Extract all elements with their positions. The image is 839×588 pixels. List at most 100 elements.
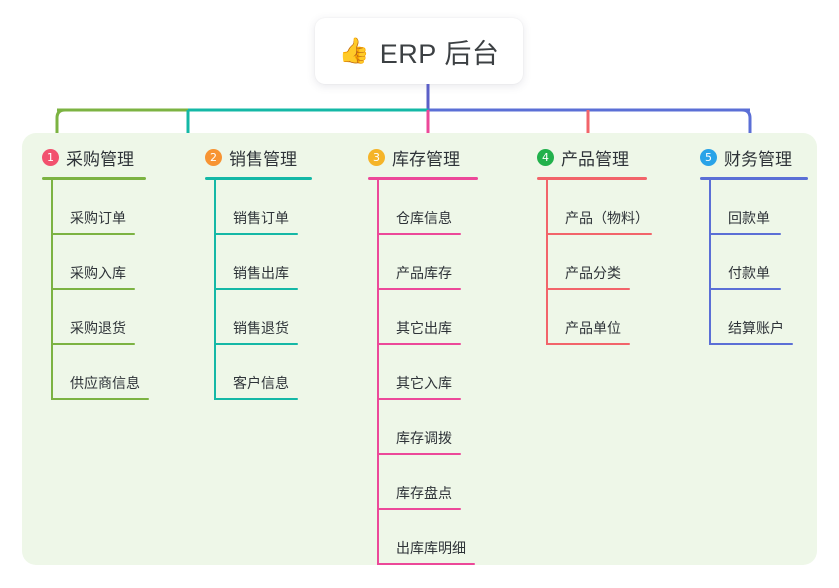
column-spine (51, 180, 53, 400)
column-header-underline (700, 177, 808, 180)
menu-item[interactable]: 库存盘点 (368, 455, 518, 510)
menu-item-underline (377, 508, 461, 510)
column-items: 产品（物料） 产品分类产品单位 (537, 180, 689, 345)
menu-item-underline (51, 288, 135, 290)
menu-item-underline (377, 453, 461, 455)
menu-item-label: 库存调拨 (396, 430, 452, 446)
menu-item-underline (214, 233, 298, 235)
menu-item[interactable]: 其它入库 (368, 345, 518, 400)
menu-item[interactable]: 销售出库 (205, 235, 353, 290)
column-title: 财务管理 (724, 149, 792, 169)
menu-item-label: 采购订单 (70, 210, 126, 226)
column-spine (214, 180, 216, 400)
column-5: 5 财务管理回款单付款单结算账户 (700, 145, 820, 345)
menu-item[interactable]: 付款单 (700, 235, 820, 290)
menu-item-label: 客户信息 (233, 375, 289, 391)
menu-item-underline (546, 288, 630, 290)
menu-item-underline (214, 343, 298, 345)
menu-item-label: 产品分类 (565, 265, 621, 281)
menu-item-underline (709, 343, 793, 345)
menu-item[interactable]: 产品分类 (537, 235, 689, 290)
column-title: 产品管理 (561, 149, 629, 169)
menu-item[interactable]: 客户信息 (205, 345, 353, 400)
column-header-2[interactable]: 2 销售管理 (205, 145, 353, 169)
menu-item-label: 销售订单 (233, 210, 289, 226)
menu-item[interactable]: 采购入库 (42, 235, 190, 290)
column-spine (709, 180, 711, 345)
column-items: 采购订单采购入库采购退货供应商信息 (42, 180, 190, 400)
menu-item-label: 仓库信息 (396, 210, 452, 226)
column-title: 采购管理 (66, 149, 134, 169)
column-spine (546, 180, 548, 345)
menu-item-underline (709, 233, 781, 235)
menu-item-label: 回款单 (728, 210, 770, 226)
menu-item-label: 出库库明细 (396, 540, 466, 556)
menu-item[interactable]: 其它出库 (368, 290, 518, 345)
column-number-badge: 4 (537, 148, 554, 166)
menu-item[interactable]: 回款单 (700, 180, 820, 235)
menu-item[interactable]: 仓库信息 (368, 180, 518, 235)
menu-item-label: 其它入库 (396, 375, 452, 391)
column-title: 库存管理 (392, 149, 460, 169)
menu-item[interactable]: 销售退货 (205, 290, 353, 345)
column-number-badge: 5 (700, 148, 717, 166)
menu-item-underline (546, 343, 630, 345)
column-header-1[interactable]: 1 采购管理 (42, 145, 190, 169)
column-4: 4 产品管理产品（物料） 产品分类产品单位 (537, 145, 689, 345)
menu-item-underline (709, 288, 781, 290)
root-node-card[interactable]: 👍 ERP 后台 (315, 18, 523, 84)
diagram-panel (22, 133, 817, 565)
menu-item[interactable]: 销售订单 (205, 180, 353, 235)
column-items: 回款单付款单结算账户 (700, 180, 820, 345)
column-header-5[interactable]: 5 财务管理 (700, 145, 820, 169)
menu-item[interactable]: 采购订单 (42, 180, 190, 235)
menu-item-underline (51, 233, 135, 235)
column-header-4[interactable]: 4 产品管理 (537, 145, 689, 169)
menu-item-label: 其它出库 (396, 320, 452, 336)
menu-item-label: 结算账户 (728, 320, 784, 336)
menu-item-label: 采购入库 (70, 265, 126, 281)
menu-item-underline (377, 398, 461, 400)
column-title: 销售管理 (229, 149, 297, 169)
column-3: 3 库存管理仓库信息产品库存其它出库其它入库库存调拨库存盘点出库库明细 (368, 145, 518, 565)
column-2: 2 销售管理销售订单销售出库销售退货客户信息 (205, 145, 353, 400)
column-header-underline (537, 177, 647, 180)
menu-item-underline (214, 398, 298, 400)
menu-item-underline (51, 398, 149, 400)
menu-item[interactable]: 供应商信息 (42, 345, 190, 400)
column-items: 销售订单销售出库销售退货客户信息 (205, 180, 353, 400)
menu-item[interactable]: 出库库明细 (368, 510, 518, 565)
menu-item-label: 产品（物料） (565, 210, 649, 226)
root-node-title: ERP 后台 (379, 38, 500, 69)
column-header-underline (42, 177, 146, 180)
menu-item[interactable]: 产品库存 (368, 235, 518, 290)
menu-item-label: 销售出库 (233, 265, 289, 281)
menu-item[interactable]: 库存调拨 (368, 400, 518, 455)
menu-item[interactable]: 结算账户 (700, 290, 820, 345)
thumbs-up-icon: 👍 (338, 36, 370, 65)
column-spine (377, 180, 379, 565)
column-header-3[interactable]: 3 库存管理 (368, 145, 518, 169)
menu-item-label: 产品单位 (565, 320, 621, 336)
menu-item-label: 库存盘点 (396, 485, 452, 501)
menu-item-underline (377, 288, 461, 290)
menu-item-label: 产品库存 (396, 265, 452, 281)
column-number-badge: 1 (42, 148, 59, 166)
menu-item[interactable]: 采购退货 (42, 290, 190, 345)
menu-item-label: 付款单 (728, 265, 770, 281)
menu-item-underline (377, 233, 461, 235)
menu-item[interactable]: 产品单位 (537, 290, 689, 345)
column-1: 1 采购管理采购订单采购入库采购退货供应商信息 (42, 145, 190, 400)
column-items: 仓库信息产品库存其它出库其它入库库存调拨库存盘点出库库明细 (368, 180, 518, 565)
menu-item-label: 供应商信息 (70, 375, 140, 391)
menu-item-underline (51, 343, 135, 345)
menu-item-underline (377, 343, 461, 345)
menu-item[interactable]: 产品（物料） (537, 180, 689, 235)
menu-item-underline (546, 233, 652, 235)
column-number-badge: 3 (368, 148, 385, 166)
menu-item-underline (214, 288, 298, 290)
column-header-underline (368, 177, 478, 180)
menu-item-label: 销售退货 (233, 320, 289, 336)
column-header-underline (205, 177, 312, 180)
column-number-badge: 2 (205, 148, 222, 166)
